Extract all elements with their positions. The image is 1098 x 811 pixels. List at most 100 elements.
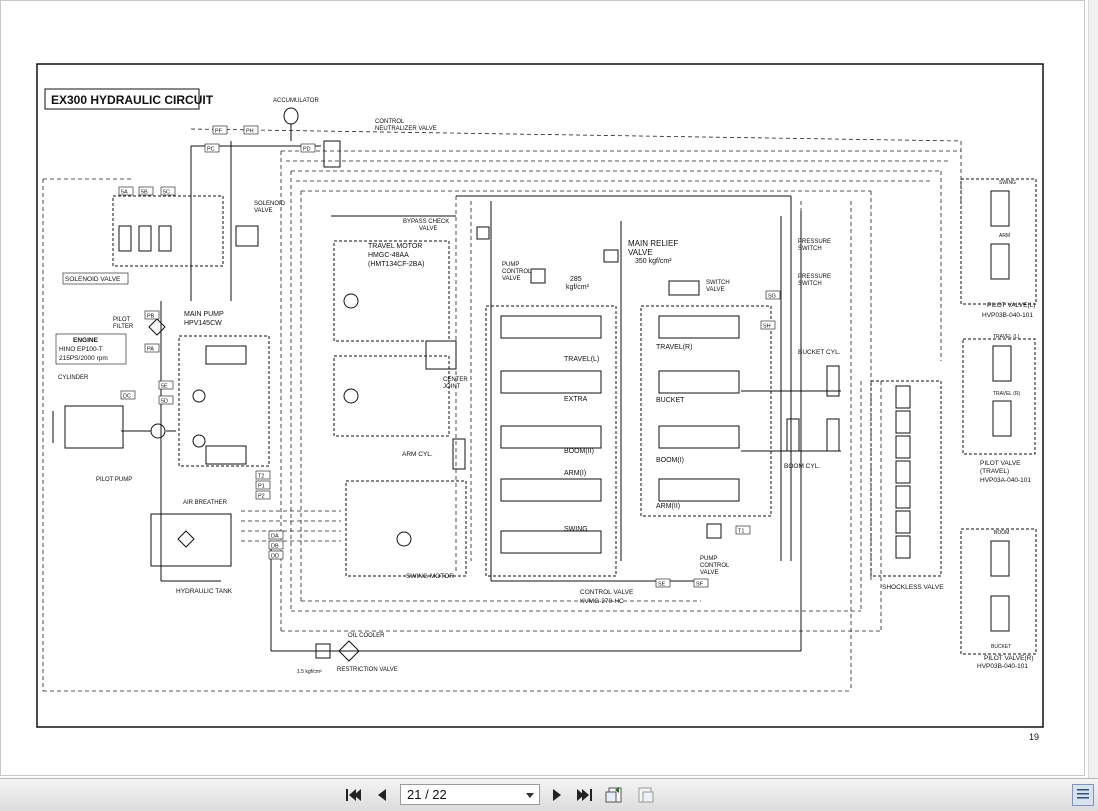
control-valve-spools [485, 305, 772, 577]
boom-cylinder-1 [786, 418, 800, 452]
port-tag-label: PC [207, 147, 215, 153]
svg-text:1.5 kgf/cm²: 1.5 kgf/cm² [297, 669, 322, 675]
svg-text:KVMG-270-HC: KVMG-270-HC [580, 598, 624, 605]
hydraulic-tank [150, 513, 232, 567]
svg-text:PILOT PUMP: PILOT PUMP [96, 477, 132, 483]
svg-text:(TRAVEL): (TRAVEL) [980, 468, 1009, 475]
first-page-button[interactable] [342, 785, 364, 805]
svg-text:BUCKET CYL.: BUCKET CYL. [798, 349, 841, 356]
svg-text:SWITCH: SWITCH [798, 246, 822, 252]
port-tag [300, 143, 316, 153]
previous-page-button[interactable] [371, 785, 393, 805]
oil-cooler-symbol [338, 640, 360, 662]
port-tag-label: 5B [141, 190, 148, 196]
vertical-scrollbar[interactable] [1088, 0, 1098, 778]
document-viewer: EX300 HYDRAULIC CIRCUIT [0, 0, 1085, 776]
port-tag-label: PD [303, 147, 311, 153]
page-number: 19 [1029, 732, 1039, 742]
svg-text:MAIN PUMP: MAIN PUMP [184, 311, 224, 318]
svg-text:ARM(I): ARM(I) [564, 470, 586, 477]
port-tag [693, 578, 709, 588]
pilot-lines [42, 128, 962, 692]
port-tag [255, 470, 271, 480]
last-page-icon [577, 789, 592, 801]
document-page: EX300 HYDRAULIC CIRCUIT [0, 0, 1085, 776]
svg-text:350 kgf/cm²: 350 kgf/cm² [635, 258, 672, 265]
svg-text:SWITCH: SWITCH [706, 280, 730, 286]
port-tag [268, 550, 284, 560]
port-tag [255, 480, 271, 490]
port-tag-label: SE [658, 582, 666, 588]
port-tag [243, 125, 259, 135]
port-tag-label: T1 [738, 529, 744, 535]
boom-cylinder-2 [826, 418, 840, 452]
previous-page-icon [378, 789, 386, 801]
svg-text:(HMT134CF-2BA): (HMT134CF-2BA) [368, 261, 424, 268]
page-select[interactable]: 21 / 22 [400, 784, 540, 805]
engine-block [64, 405, 124, 449]
port-tag-label: 5C [163, 190, 170, 196]
svg-text:CONTROL: CONTROL [375, 119, 405, 125]
svg-text:EXTRA: EXTRA [564, 396, 588, 403]
svg-text:BOOM(II): BOOM(II) [564, 448, 594, 455]
svg-text:PILOT VALVE(R): PILOT VALVE(R) [984, 655, 1034, 662]
port-tag-label: P2 [258, 494, 265, 500]
accumulator-symbol [283, 107, 299, 141]
svg-text:VALVE: VALVE [254, 208, 272, 214]
bucket-cylinder [826, 365, 840, 397]
port-tag [268, 530, 284, 540]
svg-text:HVP03B-040-101: HVP03B-040-101 [982, 312, 1033, 319]
sidebar-toggle-button[interactable] [1072, 784, 1094, 806]
port-tag [158, 395, 174, 405]
svg-text:CONTROL VALVE: CONTROL VALVE [580, 589, 634, 596]
port-tag [120, 390, 136, 400]
svg-text:SWING: SWING [999, 180, 1016, 186]
svg-text:kgf/cm²: kgf/cm² [566, 284, 590, 291]
svg-text:BOOM(I): BOOM(I) [656, 457, 684, 464]
port-tag [735, 525, 751, 535]
port-tag-label: PB [147, 314, 155, 320]
svg-text:BYPASS CHECK: BYPASS CHECK [403, 219, 449, 225]
svg-text:RESTRICTION VALVE: RESTRICTION VALVE [337, 667, 398, 673]
travel-motor-block [333, 240, 450, 342]
port-tag [144, 343, 160, 353]
svg-text:BOOM: BOOM [994, 530, 1009, 536]
port-tag [144, 310, 160, 320]
svg-text:VALVE: VALVE [706, 287, 724, 293]
port-tag-label: SG [768, 294, 776, 300]
port-tag-label: 5D [161, 399, 168, 405]
port-tag-label: SH [763, 324, 771, 330]
svg-text:HINO EP100-T: HINO EP100-T [59, 346, 103, 353]
forward-view-icon [638, 787, 654, 803]
port-tag [158, 380, 174, 390]
port-tag [268, 540, 284, 550]
port-tag-label: DA [271, 534, 279, 540]
svg-text:SHOCKLESS VALVE: SHOCKLESS VALVE [882, 584, 944, 591]
port-tag [118, 186, 134, 196]
swing-motor-block [345, 480, 467, 577]
svg-text:BOOM CYL.: BOOM CYL. [784, 463, 820, 470]
svg-text:285: 285 [570, 276, 582, 283]
port-tag-label: PA [147, 347, 154, 353]
port-tag [765, 290, 781, 300]
svg-text:VALVE: VALVE [502, 276, 520, 282]
svg-text:CYLINDER: CYLINDER [58, 375, 89, 381]
port-tag-label: PH [246, 129, 254, 135]
svg-text:HVP03B-040-101: HVP03B-040-101 [977, 663, 1028, 670]
port-tag-label: P1 [258, 484, 265, 490]
go-back-view-button[interactable] [604, 785, 626, 805]
go-forward-view-button[interactable] [634, 785, 656, 805]
next-page-button[interactable] [546, 785, 568, 805]
chevron-down-icon [526, 793, 534, 798]
svg-text:ACCUMULATOR: ACCUMULATOR [273, 98, 319, 104]
svg-text:HPV145CW: HPV145CW [184, 320, 222, 327]
hydraulic-schematic: EX300 HYDRAULIC CIRCUIT [36, 63, 1044, 742]
last-page-button[interactable] [574, 785, 596, 805]
svg-text:BUCKET: BUCKET [656, 397, 685, 404]
port-tag [204, 143, 220, 153]
port-tag-label: PF [215, 129, 223, 135]
svg-text:PILOT: PILOT [113, 317, 131, 323]
solenoid-valve-block [112, 195, 224, 267]
pilot-pump-symbol [150, 423, 166, 439]
